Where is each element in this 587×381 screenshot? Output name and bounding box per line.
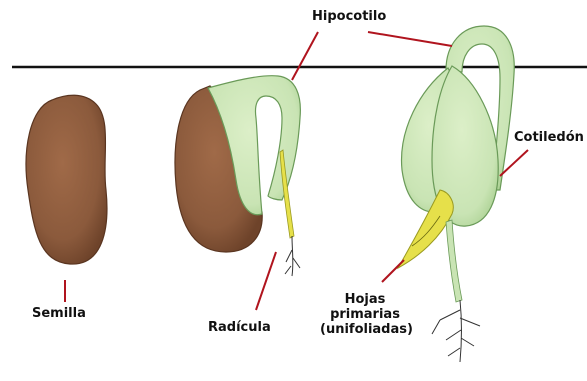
hojas-leader-line	[382, 260, 404, 282]
label-radicula: Radícula	[208, 320, 271, 335]
label-hipocotilo: Hipocotilo	[312, 9, 386, 24]
label-semilla: Semilla	[32, 306, 86, 321]
label-hojas-line2: primarias	[320, 307, 410, 322]
germinating-seed	[175, 76, 300, 276]
label-cotiledon: Cotiledón	[514, 130, 584, 145]
label-hojas-line1: Hojas	[320, 292, 410, 307]
label-hojas-line3: (unifoliadas)	[320, 322, 410, 337]
hipocotilo-leader-line-1	[292, 32, 318, 80]
label-hojas-primarias: Hojas primarias (unifoliadas)	[320, 292, 410, 337]
radicula-leader-line	[256, 252, 276, 310]
seedling	[398, 26, 514, 362]
hipocotilo-leader-line-2	[368, 32, 452, 46]
seed	[26, 95, 107, 264]
